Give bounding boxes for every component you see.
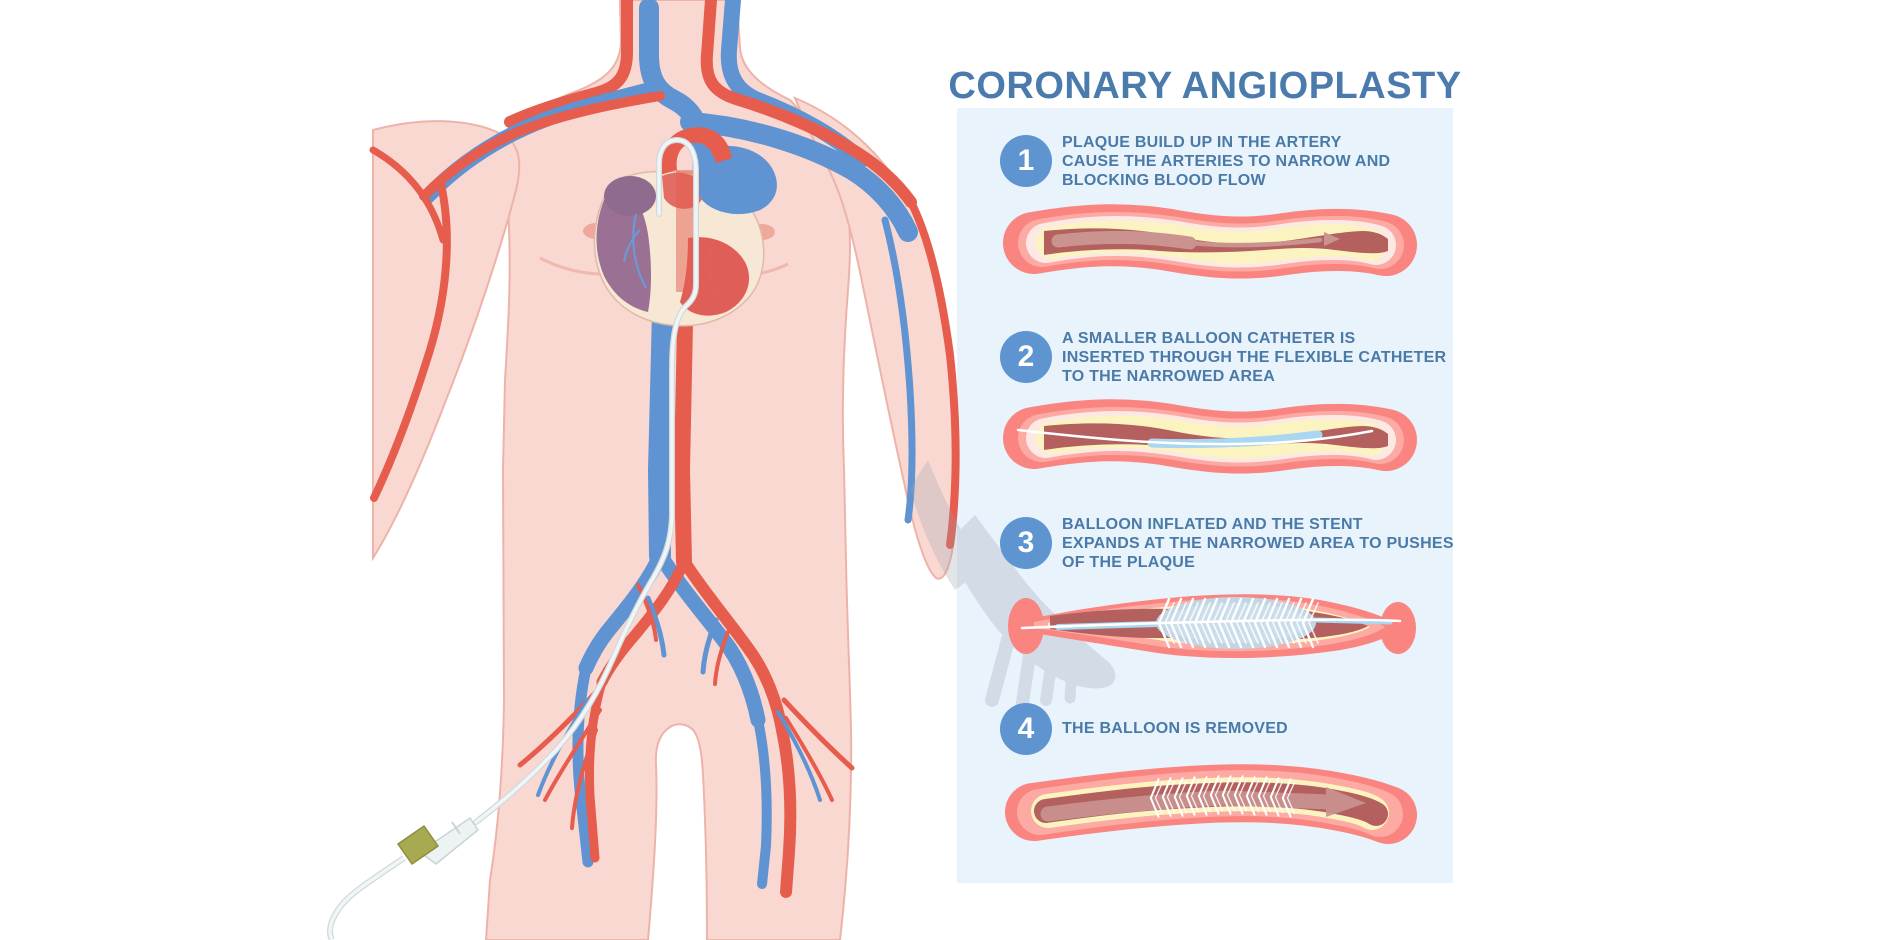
artery-cross-section-plaque-narrowing-icon bbox=[1003, 204, 1417, 279]
step-1-number-badge: 1 bbox=[1000, 135, 1052, 187]
vascular-system bbox=[369, 0, 960, 898]
step-2-number-badge: 2 bbox=[1000, 331, 1052, 383]
catheter-hub-icon bbox=[396, 816, 480, 866]
artery-cross-section-balloon-catheter-inserted-icon bbox=[1003, 399, 1417, 474]
step-1-description: PLAQUE BUILD UP IN THE ARTERY CAUSE THE … bbox=[1062, 134, 1391, 189]
step-3-description: BALLOON INFLATED AND THE STENT EXPANDS A… bbox=[1062, 516, 1454, 571]
guide-wire-icon bbox=[1016, 428, 1374, 446]
step-3-number: 3 bbox=[1017, 526, 1035, 559]
guide-wire-icon bbox=[1020, 618, 1402, 630]
body-silhouette bbox=[372, 0, 959, 940]
heart-illustration bbox=[593, 127, 777, 327]
artery-cross-section-stent-in-place-restored-flow-icon bbox=[1005, 764, 1417, 844]
step-4-number-badge: 4 bbox=[1000, 703, 1052, 755]
catheter-wire bbox=[327, 136, 699, 940]
step-4-description: THE BALLOON IS REMOVED bbox=[1062, 720, 1288, 737]
flow-arrow-icon bbox=[1040, 787, 1366, 822]
nipple-right bbox=[749, 224, 775, 240]
step-2-description: A SMALLER BALLOON CATHETER IS INSERTED T… bbox=[1062, 330, 1447, 385]
step-4-number: 4 bbox=[1017, 712, 1035, 745]
nipple-left bbox=[583, 223, 609, 239]
step-1-number: 1 bbox=[1017, 144, 1035, 177]
artery-cross-section-balloon-inflated-stent-expanded-icon bbox=[1008, 594, 1416, 659]
step-2-number: 2 bbox=[1017, 340, 1035, 373]
step-3-number-badge: 3 bbox=[1000, 517, 1052, 569]
page-title: CORONARY ANGIOPLASTY bbox=[948, 65, 1462, 108]
